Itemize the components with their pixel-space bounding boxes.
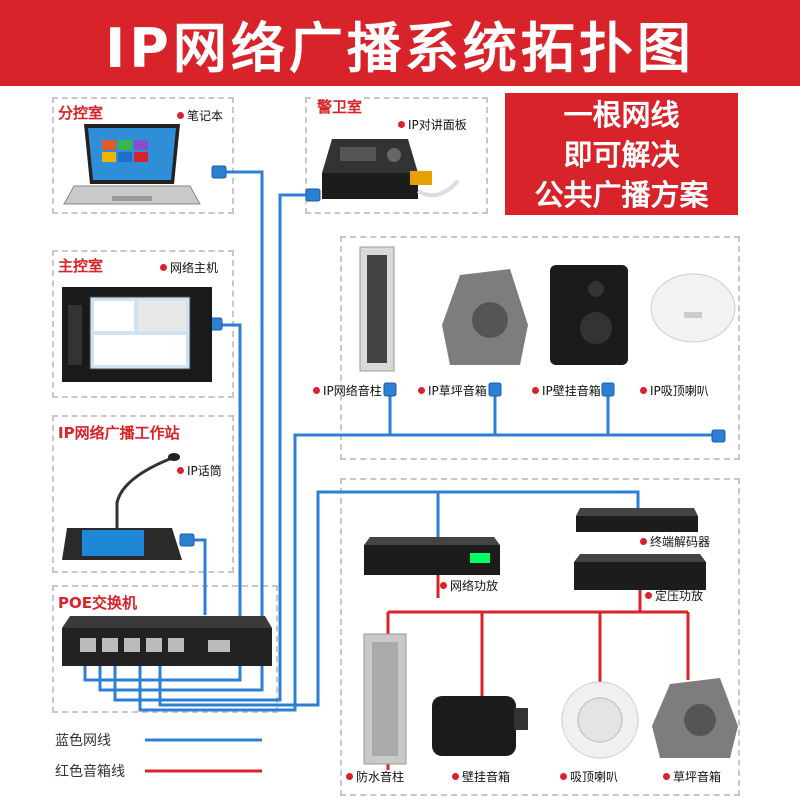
label-waterproof-text: 防水音柱 [356, 768, 404, 785]
mic-image [62, 448, 192, 568]
waterproof-column-image [360, 632, 410, 767]
legend-red-text: 红色音箱线 [55, 761, 125, 781]
label-host: 网络主机 [160, 259, 218, 276]
label-notebook-text: 笔记本 [187, 107, 223, 124]
ip-column-image [355, 245, 400, 375]
label-decoder: 终端解码器 [640, 533, 710, 550]
label-mic-text: IP话筒 [187, 462, 222, 479]
label-ip-column-text: IP网络音柱 [323, 382, 382, 399]
label-net-amp-text: 网络功放 [450, 577, 498, 594]
dot-icon [160, 264, 167, 271]
lawn-speaker-image [650, 676, 740, 761]
label-mic: IP话筒 [177, 462, 222, 479]
label-wall-text: 壁挂音箱 [462, 768, 510, 785]
rj45-ip-4 [712, 430, 725, 442]
notebook-image [62, 120, 202, 210]
decoder-image [574, 506, 699, 534]
dot-icon [313, 387, 320, 394]
label-ip-wall-text: IP壁挂音箱 [542, 382, 601, 399]
dot-icon [560, 773, 567, 780]
label-ip-lawn: IP草坪音箱 [418, 382, 487, 399]
label-host-text: 网络主机 [170, 259, 218, 276]
label-waterproof: 防水音柱 [346, 768, 404, 785]
rj45-ip-2 [489, 383, 501, 396]
dot-icon [177, 467, 184, 474]
cable-mic [190, 540, 205, 615]
dot-icon [440, 582, 447, 589]
dot-icon [532, 387, 539, 394]
dot-icon [398, 121, 405, 128]
label-lawn: 草坪音箱 [663, 768, 721, 785]
rj45-ip-3 [602, 383, 614, 396]
ceiling-speaker-image [560, 680, 640, 762]
label-net-amp: 网络功放 [440, 577, 498, 594]
label-const-amp-text: 定压功放 [655, 587, 703, 604]
label-ceiling-text: 吸顶喇叭 [570, 768, 618, 785]
label-const-amp: 定压功放 [645, 587, 703, 604]
ip-ceiling-image [648, 272, 738, 362]
label-ip-wall: IP壁挂音箱 [532, 382, 601, 399]
dot-icon [640, 387, 647, 394]
rj45-notebook [212, 166, 226, 178]
poe-switch-image [60, 612, 275, 670]
rj45-ip-1 [384, 383, 396, 396]
dot-icon [663, 773, 670, 780]
label-ip-lawn-text: IP草坪音箱 [428, 382, 487, 399]
label-ceiling: 吸顶喇叭 [560, 768, 618, 785]
label-intercom-text: IP对讲面板 [408, 116, 467, 133]
host-image [60, 285, 215, 385]
dot-icon [177, 112, 184, 119]
const-amp-image [572, 552, 707, 592]
wall-speaker-image [430, 688, 530, 763]
dot-icon [346, 773, 353, 780]
label-ip-ceiling: IP吸顶喇叭 [640, 382, 709, 399]
label-ip-column: IP网络音柱 [313, 382, 382, 399]
dot-icon [640, 538, 647, 545]
ip-lawn-image [440, 265, 530, 370]
label-wall: 壁挂音箱 [452, 768, 510, 785]
dot-icon [452, 773, 459, 780]
legend-blue-text: 蓝色网线 [55, 730, 111, 750]
dot-icon [645, 592, 652, 599]
intercom-image [318, 133, 468, 208]
dot-icon [418, 387, 425, 394]
label-intercom: IP对讲面板 [398, 116, 467, 133]
ip-wall-image [548, 263, 630, 368]
label-notebook: 笔记本 [177, 107, 223, 124]
label-ip-ceiling-text: IP吸顶喇叭 [650, 382, 709, 399]
label-decoder-text: 终端解码器 [650, 533, 710, 550]
net-amp-image [362, 535, 502, 577]
label-lawn-text: 草坪音箱 [673, 768, 721, 785]
